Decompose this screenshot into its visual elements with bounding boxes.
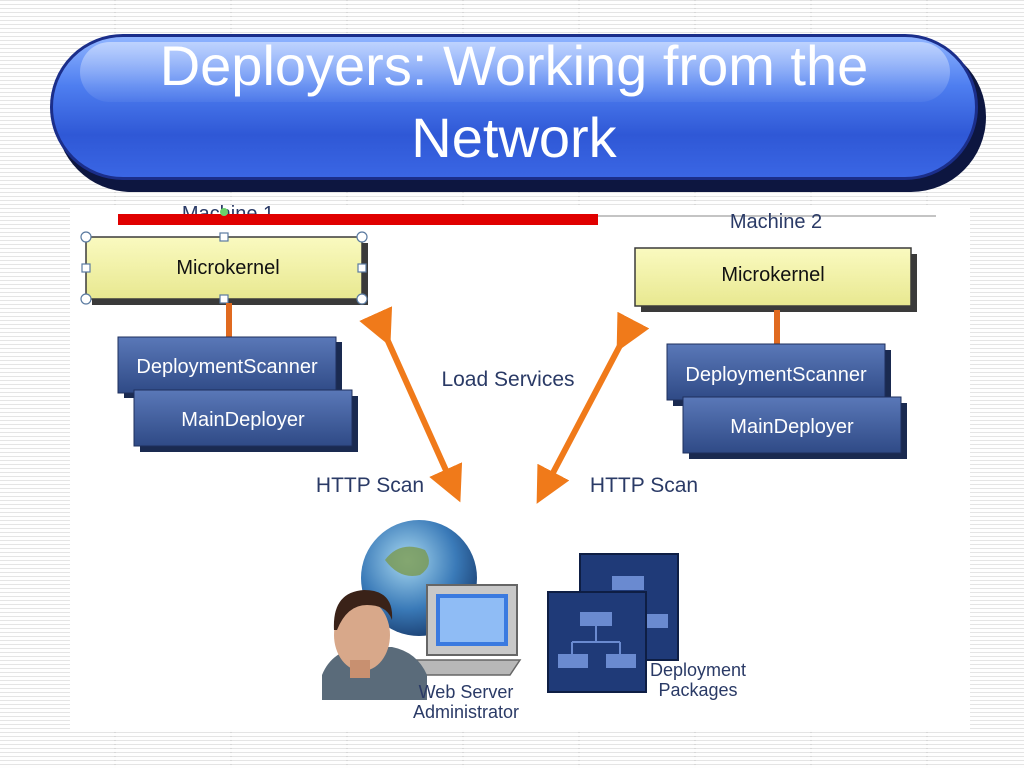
- load-services-label: Load Services: [441, 368, 574, 391]
- title-banner-gloss: [80, 42, 950, 102]
- machine1-scanner-label: DeploymentScanner: [136, 356, 318, 378]
- web-server-label-line2: Administrator: [413, 702, 519, 722]
- machine1-connector: [226, 303, 232, 339]
- machine2-microkernel-label: Microkernel: [721, 264, 824, 286]
- machine1-microkernel-label: Microkernel: [176, 257, 279, 279]
- machine2-connector: [774, 310, 780, 346]
- packages-label-line2: Packages: [658, 680, 737, 700]
- slide-title: Deployers: Working from the Network: [50, 30, 978, 174]
- machine2-scanner-label: DeploymentScanner: [685, 364, 867, 386]
- http-scan-right-label: HTTP Scan: [590, 474, 698, 497]
- machine2-deployer-label: MainDeployer: [730, 416, 854, 438]
- right-bidirectional-arrow: [536, 311, 650, 504]
- web-server-label-line1: Web Server: [419, 682, 514, 702]
- person-icon: [322, 590, 427, 700]
- machine2-label: Machine 2: [730, 211, 822, 233]
- machine2-deployer-box: [682, 396, 902, 454]
- machine1-red-bar: [118, 214, 598, 225]
- deployment-packages-icon: [547, 553, 679, 693]
- left-bidirectional-arrow: [359, 306, 463, 503]
- http-scan-left-label: HTTP Scan: [316, 474, 424, 497]
- title-banner: [50, 34, 978, 180]
- machine1-deployer-box: [133, 389, 353, 447]
- packages-label-line1: Deployment: [650, 660, 746, 680]
- slide-title-line1: Deployers: Working from the: [159, 34, 869, 97]
- rotation-handle: [220, 208, 228, 216]
- computer-monitor-icon: [398, 584, 522, 676]
- machine2-microkernel-box: [634, 247, 912, 307]
- machine1-scanner-box: [117, 336, 337, 394]
- machine1-deployer-label: MainDeployer: [181, 409, 305, 431]
- web-server-administrator-illustration: [322, 520, 522, 700]
- selection-handles: [80, 231, 368, 305]
- slide-title-line2: Network: [411, 106, 617, 169]
- machine2-scanner-box: [666, 343, 886, 401]
